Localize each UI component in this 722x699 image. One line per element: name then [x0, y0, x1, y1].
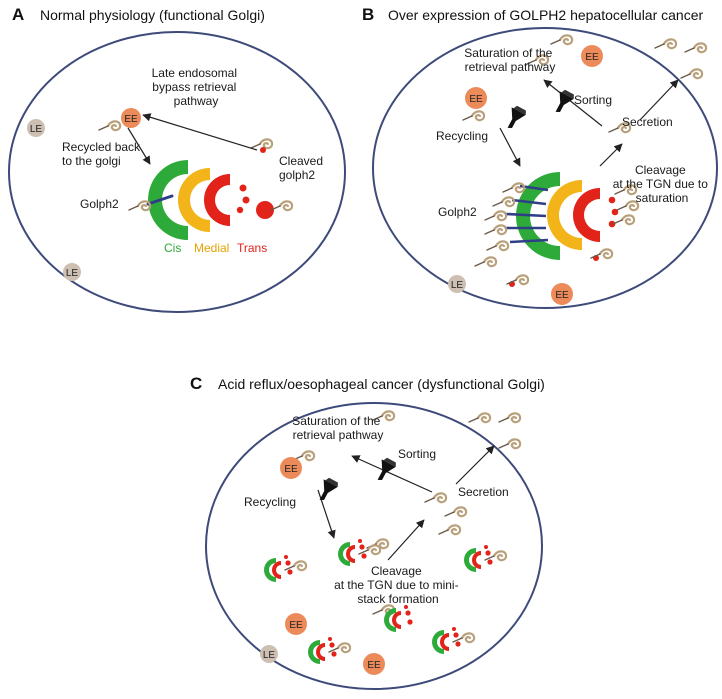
ee-vesicle-c2: EE: [285, 613, 307, 635]
sorting-label-b: Sorting: [574, 93, 612, 107]
ee-label: EE: [367, 660, 381, 671]
cis-cisterna: [516, 172, 560, 260]
le-label: LE: [30, 124, 43, 135]
le-label: LE: [451, 280, 464, 291]
ee-label: EE: [289, 620, 303, 631]
ee-label: EE: [555, 290, 569, 301]
ee-vesicle-c3: EE: [363, 653, 385, 675]
le-label: LE: [66, 268, 79, 279]
golph2-label: Golph2: [80, 197, 119, 211]
le-vesicle-c: LE: [260, 645, 278, 663]
trans-vesicle: [239, 184, 247, 192]
saturation-label-c: Saturation of the retrieval pathway: [292, 414, 383, 442]
golgi-stack-a: [146, 160, 274, 240]
secretion-label-b: Secretion: [622, 115, 673, 129]
panel-c-title: Acid reflux/oesophageal cancer (dysfunct…: [218, 376, 545, 392]
golph2-protein-icon: [497, 438, 522, 450]
sorting-label-c: Sorting: [398, 447, 436, 461]
ee-label: EE: [124, 114, 138, 125]
panel-b-letter: B: [362, 5, 374, 24]
trans-label: Trans: [237, 241, 267, 255]
arrow-cleavage: [599, 143, 623, 167]
golph2-label-b: Golph2: [438, 205, 477, 219]
trans-vesicle: [236, 206, 244, 214]
medial-cisterna: [178, 168, 210, 232]
golph2-linker: [146, 194, 174, 206]
recycling-label-b: Recycling: [436, 129, 488, 143]
saturation-label-b: Saturation of the retrieval pathway: [464, 46, 555, 74]
trans-vesicle: [608, 220, 616, 228]
ee-vesicle-a: EE: [121, 108, 141, 128]
arrow-secretion: [639, 79, 679, 121]
golph2-linker: [509, 238, 549, 244]
arrow-cleavage: [387, 519, 425, 561]
ee-label: EE: [284, 464, 298, 475]
panel-b: B Over expression of GOLPH2 hepatocellul…: [362, 5, 718, 309]
trans-vesicle: [242, 196, 250, 204]
panel-a-title: Normal physiology (functional Golgi): [40, 7, 265, 23]
arrow-recycling: [499, 127, 521, 167]
ee-vesicle-b2: EE: [465, 87, 487, 109]
golph2-linker: [511, 198, 547, 206]
golph2-linker: [505, 212, 547, 218]
ee-vesicle-b1: EE: [581, 45, 603, 67]
golph2-protein-icon: [653, 38, 678, 50]
le-vesicle-b: LE: [448, 275, 466, 293]
panel-a-letter: A: [12, 5, 24, 24]
arrow-secretion: [455, 445, 495, 485]
ee-vesicle-b3: EE: [551, 283, 573, 305]
trans-cisterna: [573, 188, 600, 242]
cleaved-label: Cleaved golph2: [279, 154, 326, 182]
arrow-bypass: [142, 113, 258, 151]
le-vesicle-a1: LE: [27, 119, 45, 137]
ee-label: EE: [585, 52, 599, 63]
panel-c: C Acid reflux/oesophageal cancer (dysfun…: [190, 374, 545, 690]
golph2-protein-icon: [497, 412, 522, 424]
panel-a: A Normal physiology (functional Golgi) E…: [8, 5, 346, 313]
ee-vesicle-c1: EE: [280, 457, 302, 479]
golph2-protein-icon: [683, 42, 708, 54]
cis-cisterna: [148, 160, 188, 240]
recycled-label: Recycled back to the golgi: [62, 140, 143, 168]
recycling-label-c: Recycling: [244, 495, 296, 509]
arrow-retrieval: [351, 455, 433, 493]
arrow-retrieval: [543, 79, 603, 127]
cleavage-label-b: Cleavage at the TGN due to saturation: [613, 163, 712, 205]
ee-label: EE: [469, 94, 483, 105]
golph2-protein-icon: [679, 68, 704, 80]
le-label: LE: [263, 650, 276, 661]
trans-cisterna: [204, 174, 230, 226]
cell-b: [372, 27, 718, 309]
golph2-protein-icon: [467, 412, 492, 424]
arrow-recycled: [127, 127, 151, 165]
panel-b-title: Over expression of GOLPH2 hepatocellular…: [388, 7, 703, 23]
medial-label: Medial: [194, 241, 229, 255]
late-endosomal-label: Late endosomal bypass retrieval pathway: [152, 66, 241, 108]
cis-label: Cis: [164, 241, 181, 255]
secretion-label-c: Secretion: [458, 485, 509, 499]
cleavage-label-c: Cleavage at the TGN due to mini- stack f…: [334, 564, 462, 606]
secretory-vesicle: [256, 201, 274, 219]
medial-cisterna: [547, 180, 582, 250]
le-vesicle-a2: LE: [63, 263, 81, 281]
cleaved-fragment-icon: [260, 147, 266, 153]
panel-c-letter: C: [190, 374, 202, 393]
trans-vesicle: [608, 196, 616, 204]
